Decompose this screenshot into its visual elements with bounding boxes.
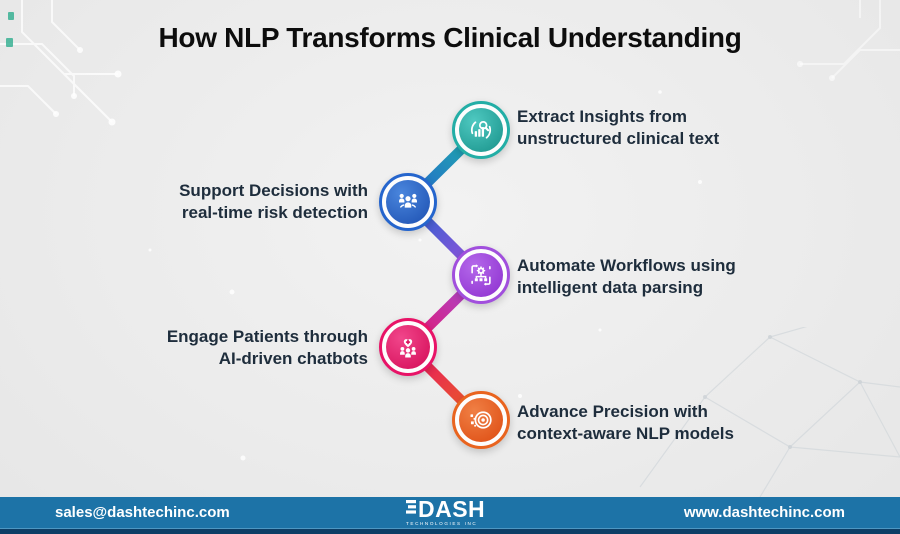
timeline-node-advance-precision	[452, 391, 510, 449]
label-extract-insights: Extract Insights from unstructured clini…	[517, 107, 720, 148]
label-advance-precision: Advance Precision with context-aware NLP…	[517, 402, 734, 443]
heart-patients-icon	[400, 339, 416, 358]
label-automate-workflows: Automate Workflows using intelligent dat…	[517, 256, 736, 297]
target-speed-icon	[470, 411, 492, 429]
footer-stripe	[0, 528, 900, 534]
footer-bar: sales@dashtechinc.com DASH TECHNOLOGIES …	[0, 496, 900, 529]
footer: sales@dashtechinc.com DASH TECHNOLOGIES …	[0, 496, 900, 534]
timeline-node-extract-insights	[452, 101, 510, 159]
workflow-gear-icon	[471, 264, 491, 286]
logo-subtext: TECHNOLOGIES INC	[406, 521, 477, 526]
dash-technologies-logo: DASH TECHNOLOGIES INC	[404, 496, 496, 534]
magnifier-chart-icon	[470, 120, 492, 139]
page-title: How NLP Transforms Clinical Understandin…	[158, 22, 742, 53]
label-engage-patients: Engage Patients through AI-driven chatbo…	[166, 327, 368, 368]
timeline-node-automate-workflows	[452, 246, 510, 304]
footer-email: sales@dashtechinc.com	[55, 504, 230, 521]
timeline-node-support-decisions	[379, 173, 437, 231]
label-support-decisions: Support Decisions with real-time risk de…	[179, 181, 368, 222]
logo-text: DASH	[418, 496, 485, 522]
timeline-node-engage-patients	[379, 318, 437, 376]
team-check-icon	[399, 193, 417, 208]
footer-website: www.dashtechinc.com	[683, 504, 845, 521]
